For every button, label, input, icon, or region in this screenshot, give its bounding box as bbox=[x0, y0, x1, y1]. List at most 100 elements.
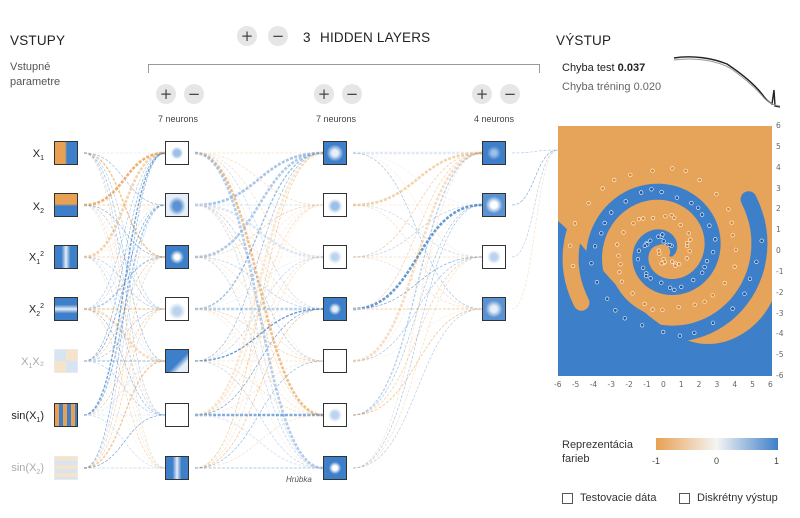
weight-link[interactable] bbox=[511, 149, 559, 206]
weight-link[interactable] bbox=[352, 256, 483, 416]
input-node-x2[interactable] bbox=[54, 193, 78, 217]
weight-link[interactable] bbox=[83, 360, 166, 416]
layer3-remove-neuron-button[interactable]: − bbox=[500, 84, 520, 104]
weight-link[interactable] bbox=[352, 204, 483, 416]
layer1-neuron-2[interactable] bbox=[165, 193, 189, 217]
weight-link[interactable] bbox=[83, 151, 166, 259]
weight-link[interactable] bbox=[352, 308, 483, 362]
weight-link[interactable] bbox=[194, 204, 324, 362]
weight-link[interactable] bbox=[83, 360, 166, 469]
weight-link[interactable] bbox=[83, 204, 166, 310]
weight-link[interactable] bbox=[511, 149, 559, 154]
weight-link[interactable] bbox=[194, 256, 324, 469]
weight-link[interactable] bbox=[194, 256, 324, 469]
weight-link[interactable] bbox=[352, 256, 483, 310]
weight-link[interactable] bbox=[83, 151, 166, 207]
weight-link[interactable] bbox=[194, 256, 324, 416]
layer3-neuron-4[interactable] bbox=[482, 297, 506, 321]
layer1-neuron-7[interactable] bbox=[165, 456, 189, 480]
layer1-add-neuron-button[interactable]: + bbox=[156, 84, 176, 104]
weight-link[interactable] bbox=[352, 151, 483, 207]
weight-link[interactable] bbox=[194, 204, 324, 469]
layer3-neuron-1[interactable] bbox=[482, 141, 506, 165]
weight-link[interactable] bbox=[83, 308, 166, 416]
layer3-neuron-2[interactable] bbox=[482, 193, 506, 217]
remove-layer-button[interactable]: − bbox=[268, 26, 288, 46]
weight-link[interactable] bbox=[194, 308, 324, 469]
weight-link[interactable] bbox=[194, 204, 324, 416]
layer1-neuron-3[interactable] bbox=[165, 245, 189, 269]
input-node-x1[interactable] bbox=[54, 141, 78, 165]
weight-link[interactable] bbox=[194, 256, 324, 310]
weight-link[interactable] bbox=[194, 203, 324, 259]
weight-link[interactable] bbox=[194, 414, 324, 469]
layer1-neuron-1[interactable] bbox=[165, 141, 189, 165]
layer1-neuron-6[interactable] bbox=[165, 403, 189, 427]
weight-link[interactable] bbox=[352, 308, 483, 416]
layer3-add-neuron-button[interactable]: + bbox=[472, 84, 492, 104]
weight-link[interactable] bbox=[194, 152, 324, 362]
weight-link[interactable] bbox=[352, 152, 483, 310]
weight-link[interactable] bbox=[194, 256, 324, 310]
weight-link[interactable] bbox=[352, 204, 483, 469]
weight-link[interactable] bbox=[194, 151, 324, 417]
weight-link[interactable] bbox=[83, 256, 166, 416]
weight-link[interactable] bbox=[352, 151, 483, 363]
layer2-neuron-2[interactable] bbox=[323, 193, 347, 217]
weight-link[interactable] bbox=[83, 204, 166, 469]
layer1-neuron-4[interactable] bbox=[165, 297, 189, 321]
layer2-neuron-5[interactable] bbox=[323, 349, 347, 373]
weight-link[interactable] bbox=[83, 414, 166, 469]
weight-link[interactable] bbox=[194, 204, 324, 258]
weight-link[interactable] bbox=[194, 256, 324, 416]
weight-link[interactable] bbox=[511, 149, 559, 258]
weight-link[interactable] bbox=[194, 152, 324, 310]
layer3-neuron-3[interactable] bbox=[482, 245, 506, 269]
input-node-x1-squared[interactable] bbox=[54, 245, 78, 269]
weight-link[interactable] bbox=[194, 360, 324, 469]
weight-link[interactable] bbox=[352, 308, 483, 469]
weight-link[interactable] bbox=[194, 414, 324, 469]
input-node-x2-squared[interactable] bbox=[54, 297, 78, 321]
weight-link[interactable] bbox=[194, 204, 324, 416]
input-node-x1x2[interactable] bbox=[54, 349, 78, 373]
weight-link[interactable] bbox=[194, 308, 324, 362]
layer2-neuron-6[interactable] bbox=[323, 403, 347, 427]
weight-link[interactable] bbox=[352, 152, 483, 469]
weight-link[interactable] bbox=[83, 308, 166, 469]
weight-link[interactable] bbox=[194, 152, 324, 310]
weight-link[interactable] bbox=[194, 308, 324, 362]
discrete-output-checkbox[interactable] bbox=[679, 493, 690, 504]
weight-link[interactable] bbox=[352, 204, 483, 362]
add-layer-button[interactable]: + bbox=[237, 26, 257, 46]
weight-link[interactable] bbox=[83, 308, 166, 469]
layer1-remove-neuron-button[interactable]: − bbox=[184, 84, 204, 104]
weight-link[interactable] bbox=[352, 152, 483, 310]
weight-link[interactable] bbox=[352, 203, 483, 311]
weight-link[interactable] bbox=[83, 152, 166, 469]
weight-link[interactable] bbox=[83, 308, 166, 416]
weight-link[interactable] bbox=[352, 256, 483, 310]
weight-link[interactable] bbox=[352, 152, 483, 416]
weight-link[interactable] bbox=[194, 308, 324, 469]
weight-link[interactable] bbox=[194, 151, 324, 417]
layer2-neuron-3[interactable] bbox=[323, 245, 347, 269]
weight-link[interactable] bbox=[352, 204, 483, 258]
weight-link[interactable] bbox=[194, 152, 324, 206]
weight-link[interactable] bbox=[83, 152, 166, 310]
weight-link[interactable] bbox=[83, 152, 166, 416]
layer2-neuron-7[interactable] bbox=[323, 456, 347, 480]
weight-link[interactable] bbox=[352, 152, 483, 258]
weight-link[interactable] bbox=[194, 151, 324, 259]
weight-link[interactable] bbox=[352, 152, 483, 206]
input-node-sin-x2[interactable] bbox=[54, 456, 78, 480]
weight-link[interactable] bbox=[194, 360, 324, 416]
layer1-neuron-5[interactable] bbox=[165, 349, 189, 373]
weight-link[interactable] bbox=[83, 360, 166, 416]
weight-link[interactable] bbox=[83, 256, 166, 416]
weight-link[interactable] bbox=[83, 360, 166, 469]
weight-link[interactable] bbox=[194, 152, 324, 469]
weight-link[interactable] bbox=[194, 360, 324, 416]
weight-link[interactable] bbox=[352, 204, 483, 258]
layer2-neuron-1[interactable] bbox=[323, 141, 347, 165]
